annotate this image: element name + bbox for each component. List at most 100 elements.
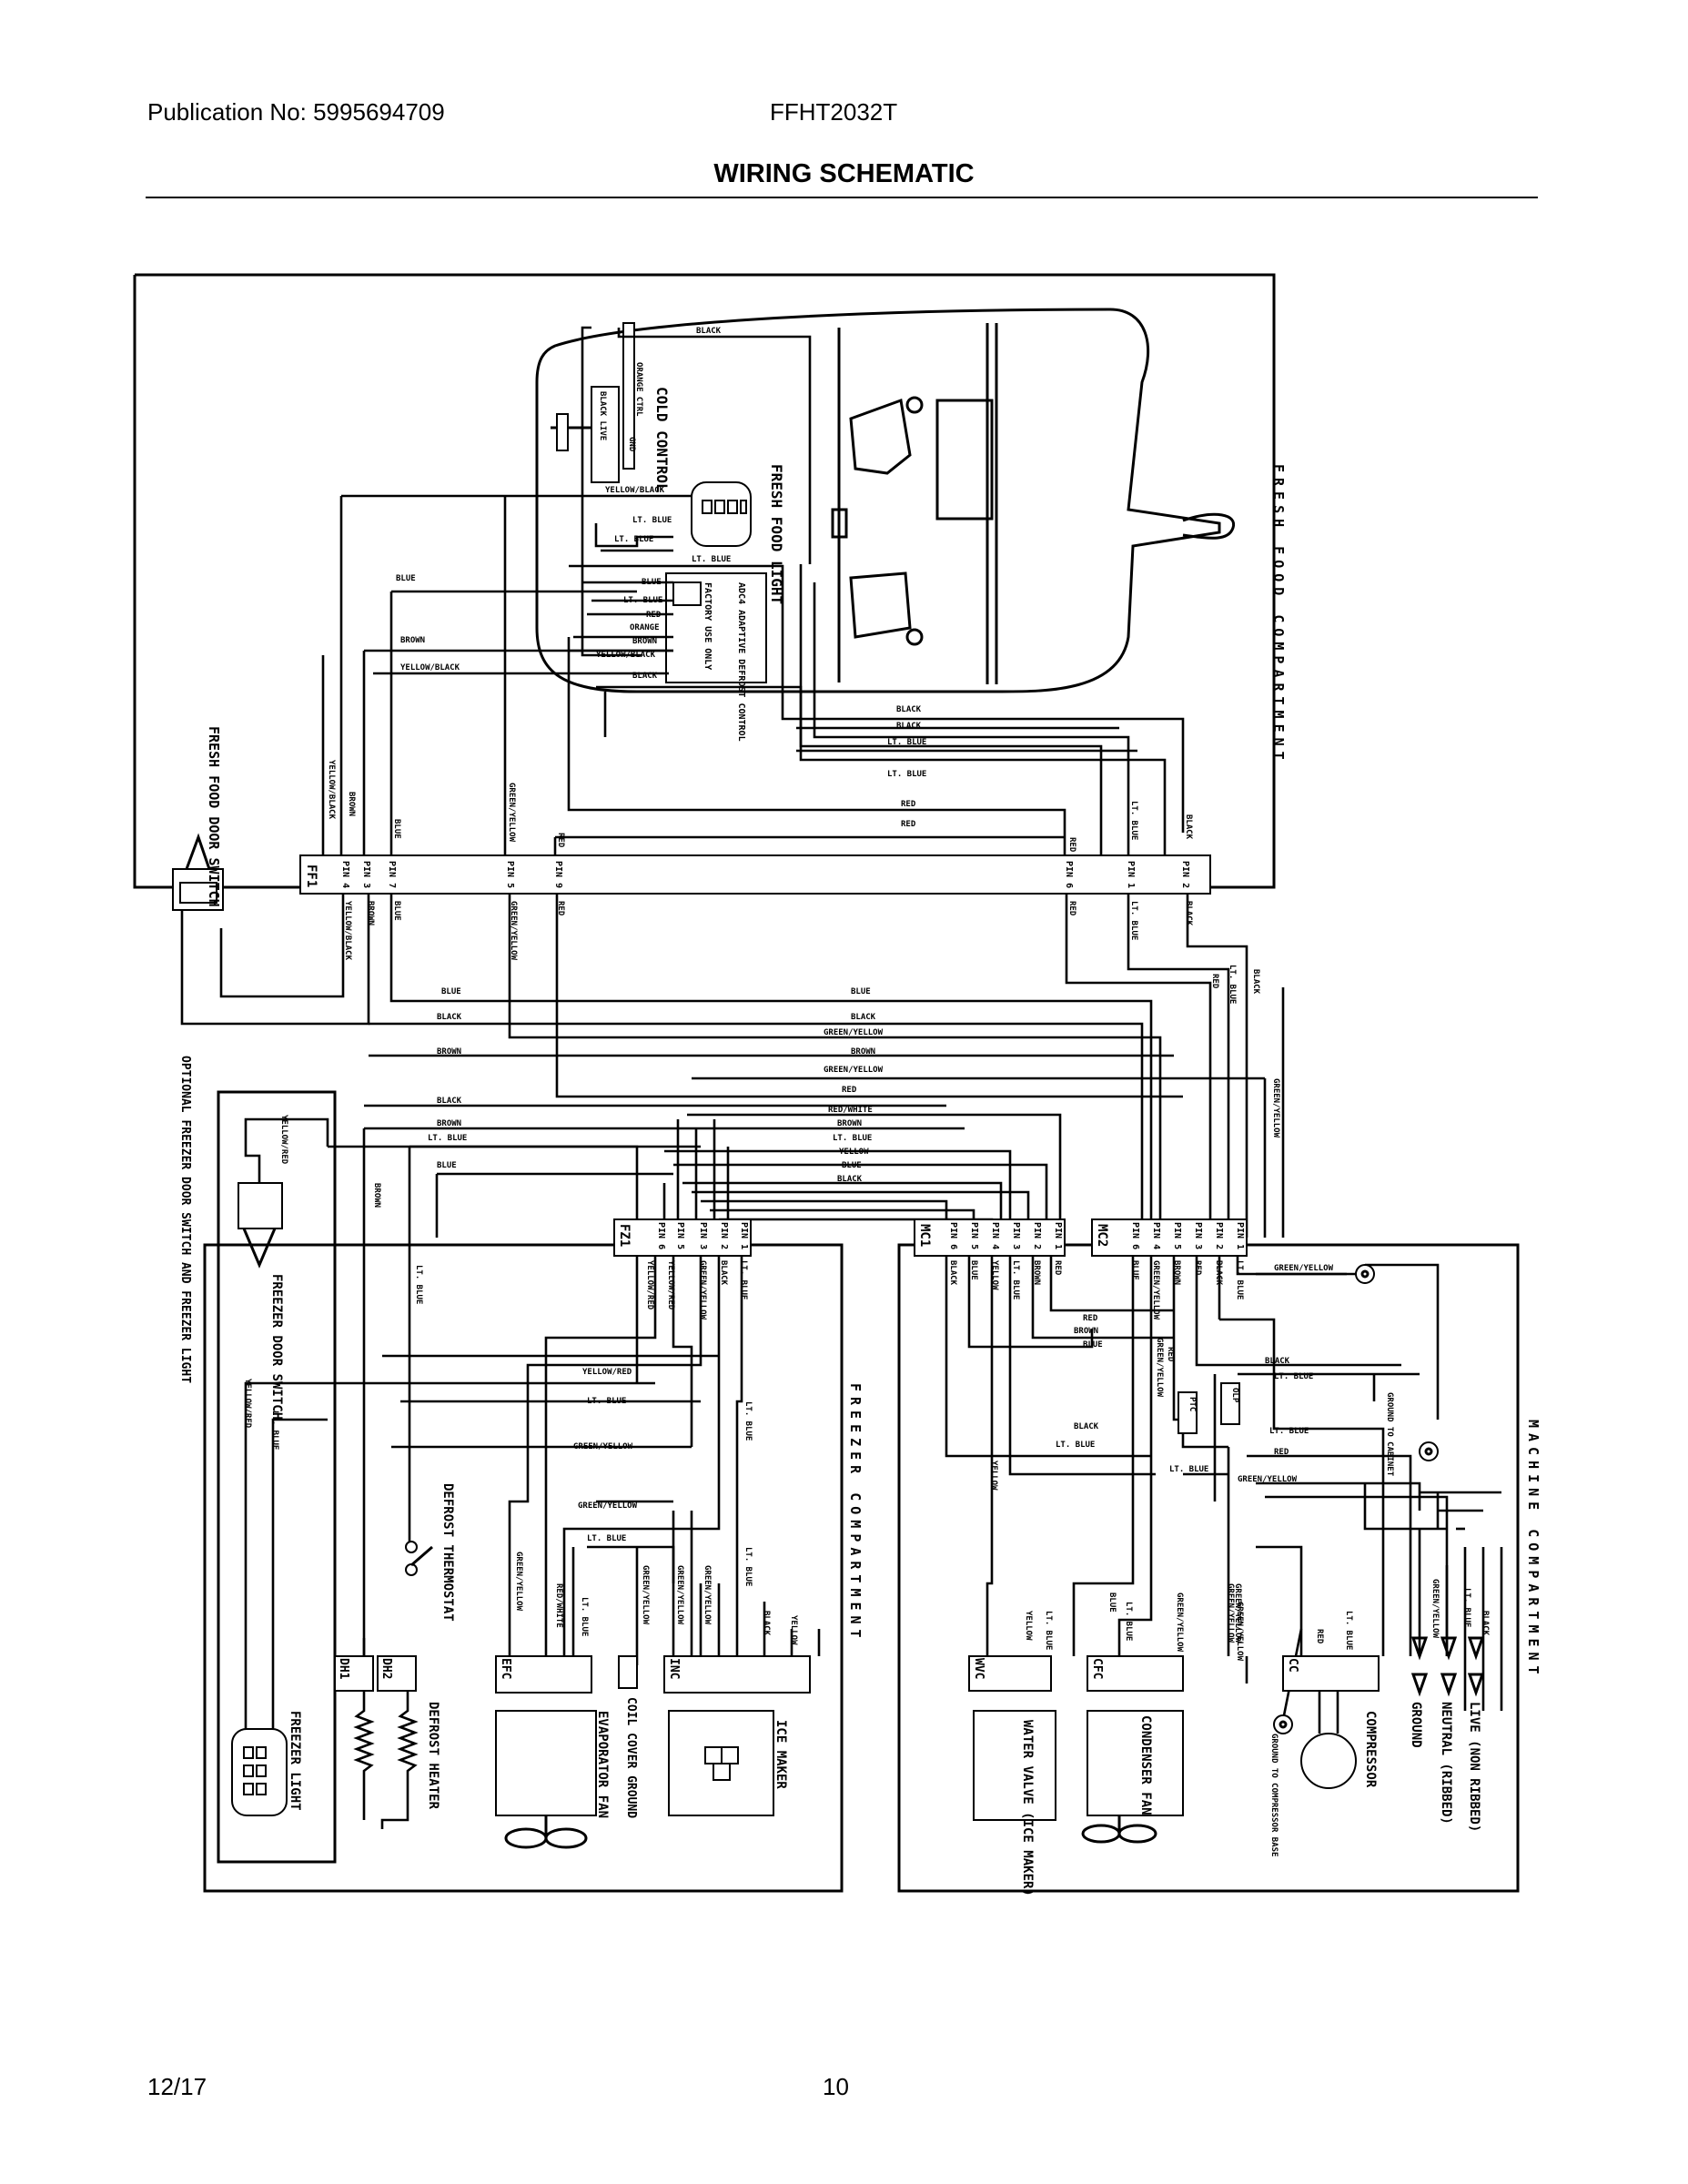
svg-text:LT. BLUE: LT. BLUE	[1274, 1372, 1313, 1381]
svg-text:RED: RED	[646, 611, 662, 620]
svg-text:GREEN/YELLOW: GREEN/YELLOW	[698, 1260, 707, 1320]
svg-text:PIN 9: PIN 9	[553, 861, 563, 888]
svg-text:PIN 3: PIN 3	[698, 1222, 708, 1249]
svg-text:PIN 2: PIN 2	[1214, 1222, 1224, 1249]
svg-text:RED: RED	[1083, 1314, 1098, 1323]
orange-ctrl-label: ORANGE CTRL	[634, 362, 643, 417]
svg-text:BROWN: BROWN	[632, 637, 657, 646]
svg-text:LT. BLUE: LT. BLUE	[1044, 1611, 1053, 1650]
svg-text:LT. BLUE: LT. BLUE	[414, 1265, 423, 1304]
svg-text:GREEN/YELLOW: GREEN/YELLOW	[702, 1565, 712, 1625]
defrost-heater-label: DEFROST HEATER	[426, 1702, 440, 1810]
svg-text:BLACK: BLACK	[1074, 1422, 1099, 1431]
svg-text:GREEN/YELLOW: GREEN/YELLOW	[1226, 1583, 1235, 1643]
svg-text:PIN 4: PIN 4	[340, 861, 350, 888]
svg-text:YELLOW: YELLOW	[839, 1148, 869, 1157]
mc1-pins: PIN 6 PIN 5 PIN 4 PIN 3 PIN 2 PIN 1 BLAC…	[948, 1222, 1063, 1299]
svg-text:RED: RED	[1210, 974, 1219, 989]
svg-text:BLACK: BLACK	[1481, 1611, 1490, 1636]
svg-text:BLACK: BLACK	[1265, 1357, 1290, 1366]
black-live-label: BLACK LIVE	[598, 391, 607, 440]
svg-text:GREEN/YELLOW: GREEN/YELLOW	[824, 1028, 884, 1037]
svg-text:BROWN: BROWN	[837, 1119, 862, 1128]
svg-text:LT. BLUE: LT. BLUE	[1129, 801, 1138, 840]
svg-text:BLACK: BLACK	[632, 672, 658, 681]
svg-text:PIN 5: PIN 5	[505, 861, 515, 888]
freezer-compartment-label: FREEZER COMPARTMENT	[847, 1383, 864, 1643]
defrost-thermostat	[405, 1541, 433, 1576]
svg-text:ORANGE: ORANGE	[630, 623, 660, 632]
svg-text:PIN 3: PIN 3	[361, 861, 371, 888]
cc-label: CC	[1286, 1658, 1299, 1673]
svg-text:RED: RED	[901, 800, 916, 809]
efc-label: EFC	[499, 1658, 512, 1679]
ptc-label: PTC	[1188, 1397, 1197, 1411]
fresh-food-light-label: FRESH FOOD LIGHT	[768, 464, 785, 604]
factory-port	[672, 581, 702, 606]
cfc-connector	[1087, 1655, 1184, 1692]
svg-text:GREEN/YELLOW: GREEN/YELLOW	[507, 783, 516, 843]
ground-to-cabinet-label: GROUND TO CABINET	[1385, 1392, 1394, 1477]
svg-text:RED: RED	[1166, 1347, 1175, 1362]
fresh-food-compartment-label: FRESH FOOD COMPARTMENT	[1270, 464, 1287, 765]
svg-text:LT. BLUE: LT. BLUE	[623, 596, 662, 605]
wiring-fresh-food	[321, 326, 1185, 855]
svg-text:YELLOW: YELLOW	[789, 1615, 798, 1645]
svg-text:PIN 5: PIN 5	[675, 1222, 685, 1249]
svg-text:LT. BLUE: LT. BLUE	[1056, 1441, 1095, 1450]
ff1-pins: PIN 4 PIN 3 PIN 7 PIN 5 PIN 9 PIN 6 PIN …	[340, 861, 1190, 888]
freezer-compartment-border	[203, 1243, 844, 1893]
fz1-pins: PIN 6 PIN 5 PIN 3 PIN 2 PIN 1 YELLOW/RED…	[645, 1222, 749, 1320]
refrigerator-outline	[535, 308, 1236, 693]
svg-text:LT. BLUE: LT. BLUE	[1462, 1588, 1471, 1627]
svg-text:LT. BLUE: LT. BLUE	[833, 1134, 872, 1143]
svg-text:LT. BLUE: LT. BLUE	[580, 1597, 589, 1636]
yellow-red-label-switch: YELLOW/RED	[279, 1115, 288, 1165]
ground-to-compressor-base-symbol	[1273, 1714, 1293, 1734]
svg-text:PIN 2: PIN 2	[1032, 1222, 1042, 1249]
svg-text:YELLOW/BLACK: YELLOW/BLACK	[327, 760, 336, 820]
defrost-thermostat-label: DEFROST THERMOSTAT	[440, 1483, 455, 1622]
water-valve-label: WATER VALVE (ICE MAKER)	[1020, 1720, 1035, 1896]
svg-text:YELLOW/RED: YELLOW/RED	[645, 1260, 654, 1310]
coil-cover-ground	[618, 1655, 638, 1689]
freezer-light	[231, 1145, 655, 1816]
mc1-connector	[914, 1218, 1066, 1257]
svg-text:BLACK: BLACK	[696, 327, 722, 336]
footer-date: 12/17	[147, 2073, 207, 2100]
svg-text:LT. BLUE: LT. BLUE	[1269, 1427, 1309, 1436]
lt-blue-label-left: LT. BLUE	[270, 1410, 279, 1450]
svg-text:GREEN/YELLOW: GREEN/YELLOW	[1274, 1264, 1334, 1273]
svg-text:BLACK: BLACK	[896, 705, 922, 714]
svg-text:LT. BLUE: LT. BLUE	[614, 535, 653, 544]
svg-text:YELLOW: YELLOW	[1024, 1611, 1033, 1641]
evaporator-fan-blade	[504, 1815, 588, 1849]
svg-text:BROWN: BROWN	[851, 1047, 875, 1057]
svg-text:PIN 5: PIN 5	[969, 1222, 979, 1249]
svg-text:YELLOW: YELLOW	[989, 1461, 998, 1491]
fresh-food-wire-labels: BLACK YELLOW/BLACK LT. BLUE LT. BLUE LT.…	[396, 327, 926, 829]
dh1-connector	[334, 1655, 374, 1692]
svg-text:PIN 1: PIN 1	[1126, 861, 1136, 888]
svg-text:GREEN/YELLOW: GREEN/YELLOW	[824, 1066, 884, 1075]
svg-text:PIN 3: PIN 3	[1193, 1222, 1203, 1249]
svg-text:BLUE: BLUE	[842, 1161, 862, 1170]
olp-label: OLP	[1230, 1388, 1239, 1403]
svg-text:BLUE: BLUE	[1130, 1260, 1139, 1280]
svg-text:PIN 6: PIN 6	[1064, 861, 1074, 888]
svg-text:LT. BLUE: LT. BLUE	[743, 1401, 753, 1441]
factory-use-label: FACTORY USE ONLY	[702, 582, 713, 670]
svg-text:GREEN/YELLOW: GREEN/YELLOW	[1430, 1579, 1440, 1639]
svg-text:BLUE: BLUE	[642, 578, 662, 587]
svg-text:PIN 2: PIN 2	[719, 1222, 729, 1249]
inc-connector	[663, 1655, 811, 1694]
defrost-heater	[353, 1691, 419, 1829]
svg-text:BLUE: BLUE	[851, 987, 871, 996]
fz1-label: FZ1	[617, 1224, 632, 1247]
svg-text:PIN 6: PIN 6	[1130, 1222, 1140, 1249]
dh2-connector	[377, 1655, 417, 1692]
mc1-label: MC1	[917, 1224, 932, 1247]
cold-control-label: COLD CONTROL	[653, 387, 671, 492]
svg-text:PIN 6: PIN 6	[948, 1222, 958, 1249]
